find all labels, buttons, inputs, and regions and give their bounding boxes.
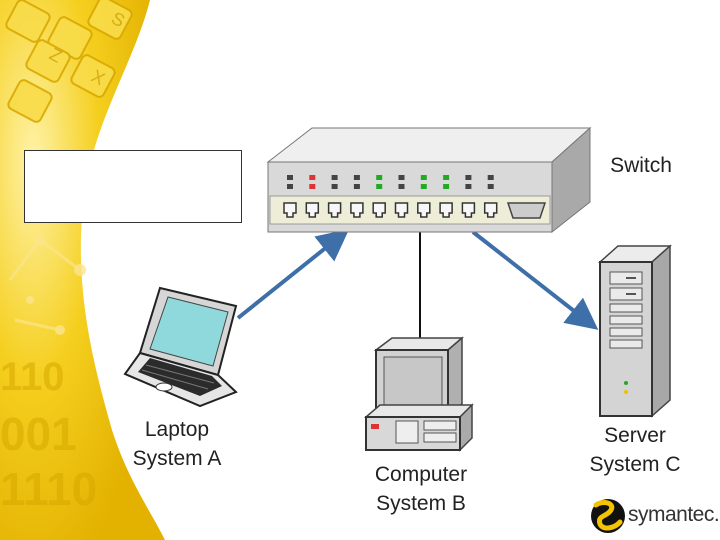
switch-port — [283, 202, 297, 218]
switch-led — [443, 184, 450, 189]
computer-label: Computer System B — [374, 463, 468, 515]
switch-led — [331, 175, 338, 180]
switch-led — [353, 175, 360, 180]
server-label: Server System C — [589, 424, 681, 476]
laptop-label: Laptop System A — [132, 418, 222, 470]
link-laptop-switch — [236, 229, 350, 320]
switch-port — [305, 202, 320, 218]
brand-name: symantec. — [628, 503, 720, 526]
link-switch-server — [471, 230, 599, 330]
switch-port — [439, 202, 453, 218]
switch-led — [465, 175, 472, 180]
switch-port — [461, 202, 476, 218]
switch-port — [372, 202, 386, 218]
empty-text-box — [24, 150, 242, 223]
switch-led — [443, 175, 450, 180]
switch-led — [376, 175, 383, 180]
switch-port — [327, 202, 342, 218]
switch-led — [376, 184, 383, 189]
switch-port — [394, 202, 409, 218]
switch-led — [487, 175, 494, 180]
svg-text:1110: 1110 — [0, 463, 97, 515]
switch-led — [331, 184, 338, 189]
switch-led — [465, 184, 472, 189]
switch-led — [420, 175, 427, 180]
switch-led — [420, 184, 427, 189]
switch-led — [353, 184, 360, 189]
svg-text:001: 001 — [0, 408, 77, 460]
switch-led — [398, 184, 405, 189]
switch-port — [350, 202, 364, 218]
switch-led — [287, 184, 293, 189]
switch-led — [309, 175, 316, 180]
switch-port — [417, 202, 431, 218]
switch-led — [398, 175, 405, 180]
switch-led — [487, 184, 494, 189]
switch-led — [309, 184, 316, 189]
switch-led — [287, 175, 293, 180]
switch-port — [483, 202, 498, 218]
switch-label: Switch — [610, 154, 672, 177]
svg-text:110: 110 — [0, 355, 65, 399]
